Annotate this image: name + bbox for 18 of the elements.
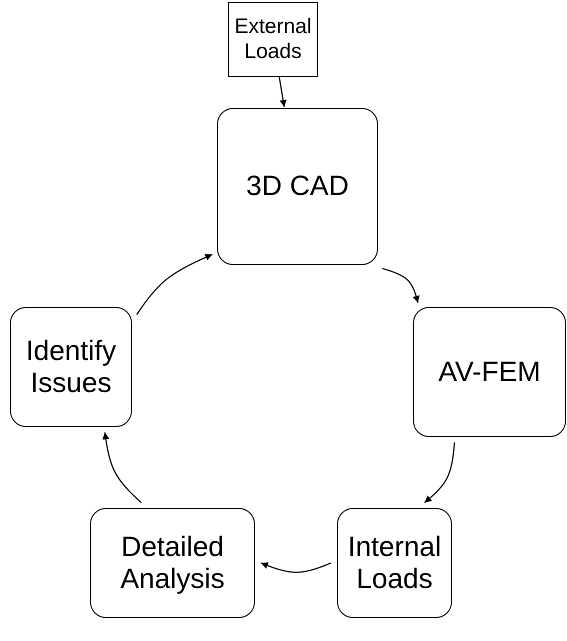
process-box	[217, 108, 378, 265]
arrow	[136, 254, 213, 315]
process-box	[10, 307, 132, 427]
node-label: Detailed Analysis	[119, 530, 226, 596]
arrow	[260, 562, 332, 573]
process-box	[337, 508, 452, 618]
process-box	[90, 508, 255, 618]
process-box	[413, 307, 566, 437]
arrow	[102, 432, 142, 504]
arrow	[424, 442, 456, 504]
node-label: AV-FEM	[438, 356, 541, 388]
node-label: External Loads	[233, 15, 313, 64]
input-box	[228, 2, 318, 77]
node-label: 3D CAD	[246, 170, 349, 203]
node-label: Internal Loads	[346, 530, 442, 596]
arrow	[278, 76, 287, 108]
node-label: Identify Issues	[24, 334, 118, 400]
arrow	[382, 268, 420, 303]
